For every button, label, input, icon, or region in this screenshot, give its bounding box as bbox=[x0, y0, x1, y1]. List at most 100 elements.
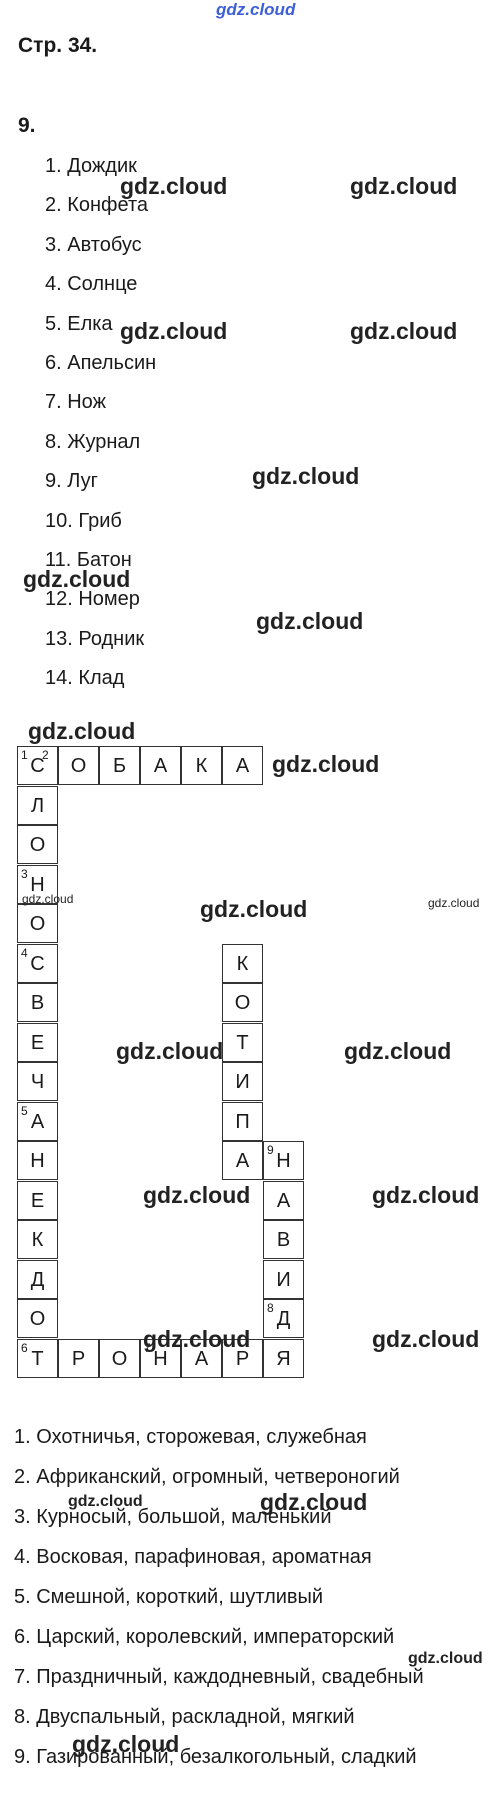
crossword-cell: О bbox=[99, 1338, 140, 1378]
cell-letter: А bbox=[235, 1150, 250, 1172]
watermark: gdz.cloud bbox=[28, 718, 136, 744]
crossword-cell: В bbox=[263, 1220, 304, 1259]
clue-number: 6 bbox=[21, 1340, 28, 1355]
cell-letter: Н bbox=[276, 1150, 291, 1172]
crossword-cell: Я bbox=[263, 1338, 304, 1378]
cell-letter: О bbox=[29, 913, 46, 935]
answer-item: 13. Родник bbox=[45, 627, 145, 650]
watermark: gdz.cloud bbox=[143, 1182, 251, 1208]
watermark: gdz.cloud bbox=[408, 1650, 483, 1667]
crossword-cell: Н bbox=[17, 1141, 58, 1180]
answer-item: 6. Апельсин bbox=[45, 351, 157, 374]
cell-letter: О bbox=[234, 992, 251, 1014]
watermark: gdz.cloud bbox=[350, 318, 458, 344]
crossword-cell: А bbox=[181, 1338, 222, 1378]
cell-letter: О bbox=[29, 834, 46, 856]
cell-letter: К bbox=[31, 1229, 44, 1251]
clue-number: 4 bbox=[21, 945, 28, 960]
crossword-cell: Л bbox=[17, 785, 58, 825]
answer-item: 4. Солнце bbox=[45, 273, 138, 296]
cell-letter: Н bbox=[30, 1150, 45, 1172]
answer-item: 10. Гриб bbox=[45, 509, 122, 532]
answer-item: 8. Журнал bbox=[45, 430, 141, 453]
crossword-cell: К bbox=[222, 943, 263, 983]
clue-number: 7 bbox=[144, 1340, 151, 1355]
watermark: gdz.cloud bbox=[143, 1326, 251, 1352]
cell-letter: А bbox=[235, 755, 250, 777]
watermark: gdz.cloud bbox=[116, 1038, 224, 1064]
cell-letter: Н bbox=[153, 1347, 168, 1370]
cell-letter: Т bbox=[31, 1347, 44, 1370]
answer-item: 5. Елка bbox=[45, 312, 113, 335]
crossword-cell: А bbox=[140, 746, 181, 785]
crossword-cell: К bbox=[17, 1220, 58, 1259]
cell-letter: К bbox=[236, 952, 249, 975]
clue-number: 2 bbox=[42, 748, 49, 762]
answer-list: 1. Дождик 2. Конфета 3. Автобус 4. Солнц… bbox=[45, 153, 156, 704]
cell-letter: А bbox=[153, 755, 168, 777]
crossword-cell: Е bbox=[17, 1022, 58, 1062]
watermark: gdz.cloud bbox=[272, 751, 380, 777]
cell-letter: Н bbox=[30, 873, 45, 896]
cell-letter: С bbox=[30, 755, 45, 777]
cell-letter: Т bbox=[236, 1031, 249, 1054]
cell-letter: Я bbox=[276, 1347, 291, 1370]
answer-item: 2. Конфета bbox=[45, 194, 149, 217]
answer-item: 9. Луг bbox=[45, 470, 98, 493]
watermark: gdz.cloud bbox=[22, 892, 74, 906]
answer-item: 11. Батон bbox=[45, 548, 132, 571]
crossword-cell: О bbox=[222, 983, 263, 1022]
crossword-cell: В bbox=[17, 983, 58, 1022]
crossword-cell: О bbox=[17, 1299, 58, 1338]
crossword-cell: К bbox=[181, 746, 222, 785]
cell-letter: Д bbox=[276, 1308, 291, 1330]
cell-letter: Д bbox=[30, 1268, 45, 1291]
crossword-cell: А bbox=[263, 1180, 304, 1220]
cell-letter: Е bbox=[30, 1031, 45, 1054]
cell-letter: О bbox=[111, 1347, 128, 1370]
cell-letter: С bbox=[30, 952, 45, 975]
cell-letter: Р bbox=[235, 1347, 250, 1370]
answer-item: 12. Номер bbox=[45, 588, 140, 611]
cell-letter: И bbox=[235, 1071, 250, 1093]
page-heading: Стр. 34. bbox=[18, 34, 98, 57]
clue-item: 7. Праздничный, каждодневный, свадебный bbox=[14, 1666, 424, 1688]
answer-item: 7. Нож bbox=[45, 391, 106, 414]
answer-item: 3. Автобус bbox=[45, 233, 142, 256]
cell-letter: О bbox=[70, 755, 87, 777]
cell-letter: Е bbox=[30, 1189, 45, 1212]
clue-number: 1 bbox=[21, 748, 28, 762]
cell-letter: И bbox=[276, 1268, 291, 1291]
watermark: gdz.cloud bbox=[120, 318, 228, 344]
watermark-top: gdz.cloud bbox=[216, 0, 296, 19]
crossword-cell: И bbox=[263, 1259, 304, 1299]
clue-item: 8. Двуспальный, раскладной, мягкий bbox=[14, 1706, 355, 1728]
crossword-cell: Д bbox=[17, 1259, 58, 1299]
crossword-cell: О bbox=[17, 825, 58, 864]
clue-number: 9 bbox=[267, 1143, 274, 1157]
crossword-cell: Ч bbox=[17, 1062, 58, 1101]
cell-letter: П bbox=[235, 1110, 250, 1133]
watermark: gdz.cloud bbox=[428, 896, 480, 910]
watermark: gdz.cloud bbox=[23, 566, 131, 592]
watermark: gdz.cloud bbox=[200, 896, 308, 922]
watermark: gdz.cloud bbox=[252, 463, 360, 489]
clue-item: 2. Африканский, огромный, четвероногий bbox=[14, 1466, 400, 1488]
clue-item: 4. Восковая, парафиновая, ароматная bbox=[14, 1546, 372, 1568]
cell-letter: В bbox=[276, 1229, 291, 1251]
cell-letter: О bbox=[29, 1308, 46, 1330]
clue-item: 6. Царский, королевский, императорский bbox=[14, 1626, 395, 1648]
cell-letter: А bbox=[30, 1110, 45, 1133]
crossword-cell: Р bbox=[222, 1338, 263, 1378]
clue-item: 1. Охотничья, сторожевая, служебная bbox=[14, 1426, 367, 1448]
cell-letter: Б bbox=[112, 755, 127, 777]
cell-letter: Р bbox=[71, 1347, 86, 1370]
